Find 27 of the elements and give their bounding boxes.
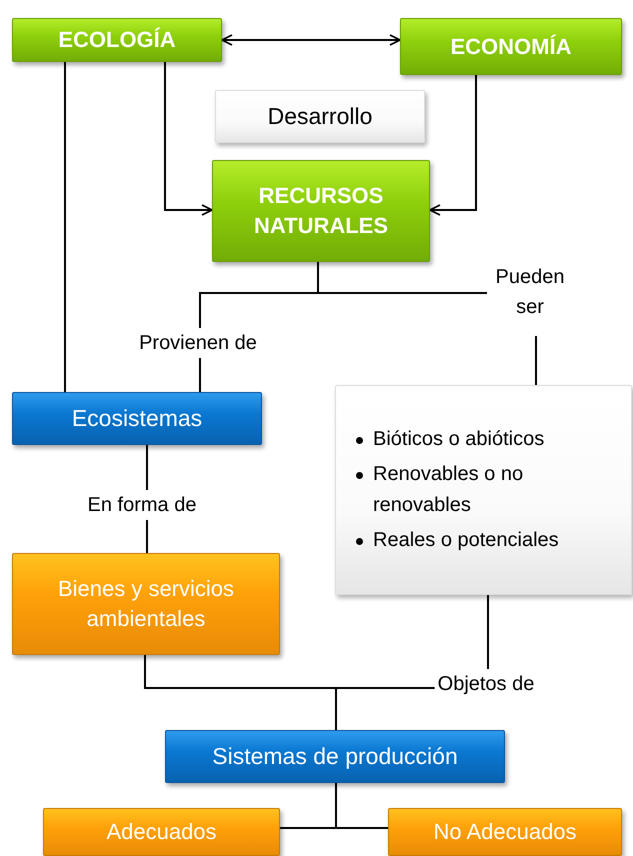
node-label: No Adecuados	[433, 818, 577, 846]
node-label: Bienes y servicios ambientales	[56, 575, 236, 633]
concept-box	[12, 553, 280, 655]
connector-line	[64, 62, 66, 392]
node-label: ECONOMÍA	[450, 32, 572, 61]
concept-box	[12, 392, 262, 445]
connector-line	[335, 783, 388, 829]
concept-box	[43, 808, 280, 856]
node-label: Sistemas de producción	[212, 742, 458, 771]
concept-box	[212, 160, 430, 262]
node-label: Ecosistemas	[72, 404, 202, 433]
arrow	[164, 62, 213, 216]
list-item-text: Bióticos o abióticos	[373, 427, 544, 452]
concept-box	[215, 90, 425, 143]
title-box	[400, 18, 622, 75]
node-label: Adecuados	[106, 818, 217, 846]
concept-box	[388, 808, 622, 856]
concept-box	[165, 730, 505, 783]
title-box	[12, 18, 222, 62]
node-label: Desarrollo	[268, 102, 372, 131]
node-label: ECOLOGÍA	[58, 26, 176, 54]
arrow	[221, 34, 401, 46]
arrow	[429, 75, 477, 216]
list-box	[335, 385, 632, 595]
node-label: RECURSOS NATURALES	[252, 182, 390, 240]
list-item-text: Reales o potenciales	[373, 528, 559, 553]
list-item-text: Renovables o no renovables	[373, 462, 524, 518]
